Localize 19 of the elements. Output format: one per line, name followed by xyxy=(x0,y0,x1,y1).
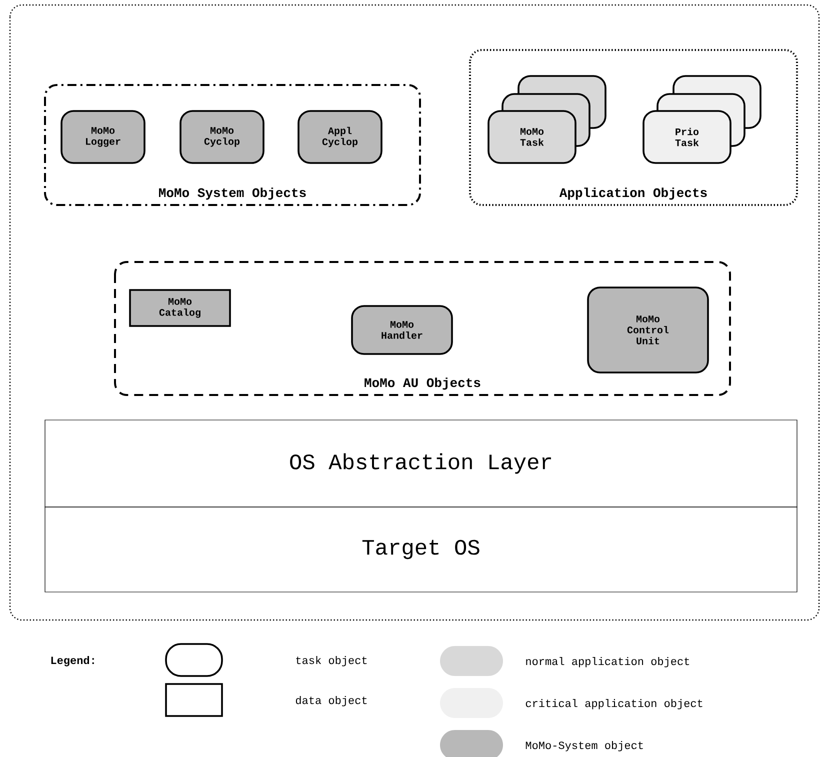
outer-frame xyxy=(9,4,820,621)
task-object: MoMo Cyclop xyxy=(180,110,264,164)
data-object: MoMo Catalog xyxy=(129,289,231,327)
task-object: MoMo Control Unit xyxy=(587,286,709,374)
legend-text: critical application object xyxy=(526,699,702,710)
legend-heading: Legend: xyxy=(51,656,94,666)
task-object: MoMo Handler xyxy=(351,305,453,355)
legend-text: data object xyxy=(296,696,367,706)
legend-text: normal application object xyxy=(526,657,690,668)
task-stack: MoMo Task xyxy=(488,75,606,164)
task-object: Appl Cyclop xyxy=(298,110,382,164)
node-label: Prio Task xyxy=(675,128,699,146)
node-label: MoMo Task xyxy=(520,128,544,146)
layer-box: Target OS xyxy=(44,506,798,592)
layer-box: OS Abstraction Layer xyxy=(44,420,798,508)
legend-text: MoMo-System object xyxy=(526,741,643,752)
task-object: MoMo Logger xyxy=(60,110,146,164)
legend-text: task object xyxy=(296,656,367,666)
task-stack: Prio Task xyxy=(642,75,762,164)
